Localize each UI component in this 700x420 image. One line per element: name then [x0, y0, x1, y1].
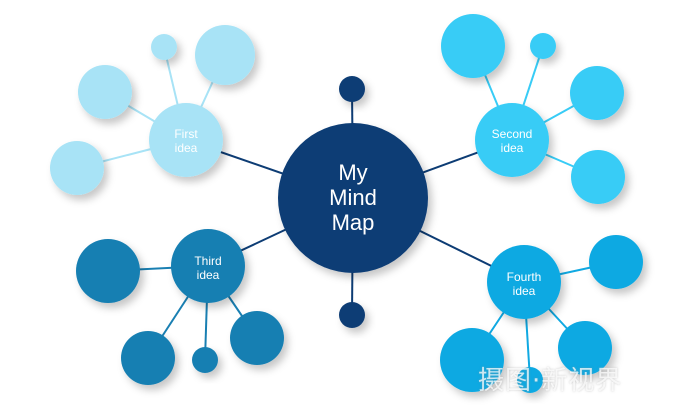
fourth-idea-child-node[interactable] [589, 235, 643, 289]
third-idea-child-node[interactable] [230, 311, 284, 365]
third-idea-child-node[interactable] [192, 347, 218, 373]
top-small-node[interactable] [339, 76, 365, 102]
first-idea-node[interactable] [149, 103, 223, 177]
center-label-line1: My [338, 160, 367, 185]
second-idea-label-line1: Second [492, 127, 533, 141]
second-idea-child-node[interactable] [530, 33, 556, 59]
fourth-idea-child-node[interactable] [558, 321, 612, 375]
fourth-idea-child-node[interactable] [440, 328, 504, 392]
center-label-line2: Mind [329, 185, 377, 210]
second-idea-label-line2: idea [501, 141, 524, 155]
first-idea-child-node[interactable] [151, 34, 177, 60]
fourth-idea-node[interactable] [487, 245, 561, 319]
third-idea-node[interactable] [171, 229, 245, 303]
first-idea-child-node[interactable] [195, 25, 255, 85]
watermark: 摄图·新视界 [478, 366, 623, 396]
first-idea-label-line1: First [174, 127, 198, 141]
third-idea-label-line2: idea [197, 268, 220, 282]
fourth-idea-label-line1: Fourth [507, 270, 542, 284]
third-idea-child-node[interactable] [121, 331, 175, 385]
first-idea-child-node[interactable] [78, 65, 132, 119]
third-idea-child-node[interactable] [76, 239, 140, 303]
center-label-line3: Map [332, 210, 375, 235]
third-idea-label-line1: Third [194, 254, 221, 268]
fourth-idea-child-node[interactable] [517, 367, 543, 393]
bottom-small-node[interactable] [339, 302, 365, 328]
first-idea-child-node[interactable] [50, 141, 104, 195]
center-node[interactable] [278, 123, 428, 273]
second-idea-child-node[interactable] [570, 66, 624, 120]
fourth-idea-label-line2: idea [513, 284, 536, 298]
first-idea-label-line2: idea [175, 141, 198, 155]
second-idea-child-node[interactable] [441, 14, 505, 78]
second-idea-child-node[interactable] [571, 150, 625, 204]
second-idea-node[interactable] [475, 103, 549, 177]
